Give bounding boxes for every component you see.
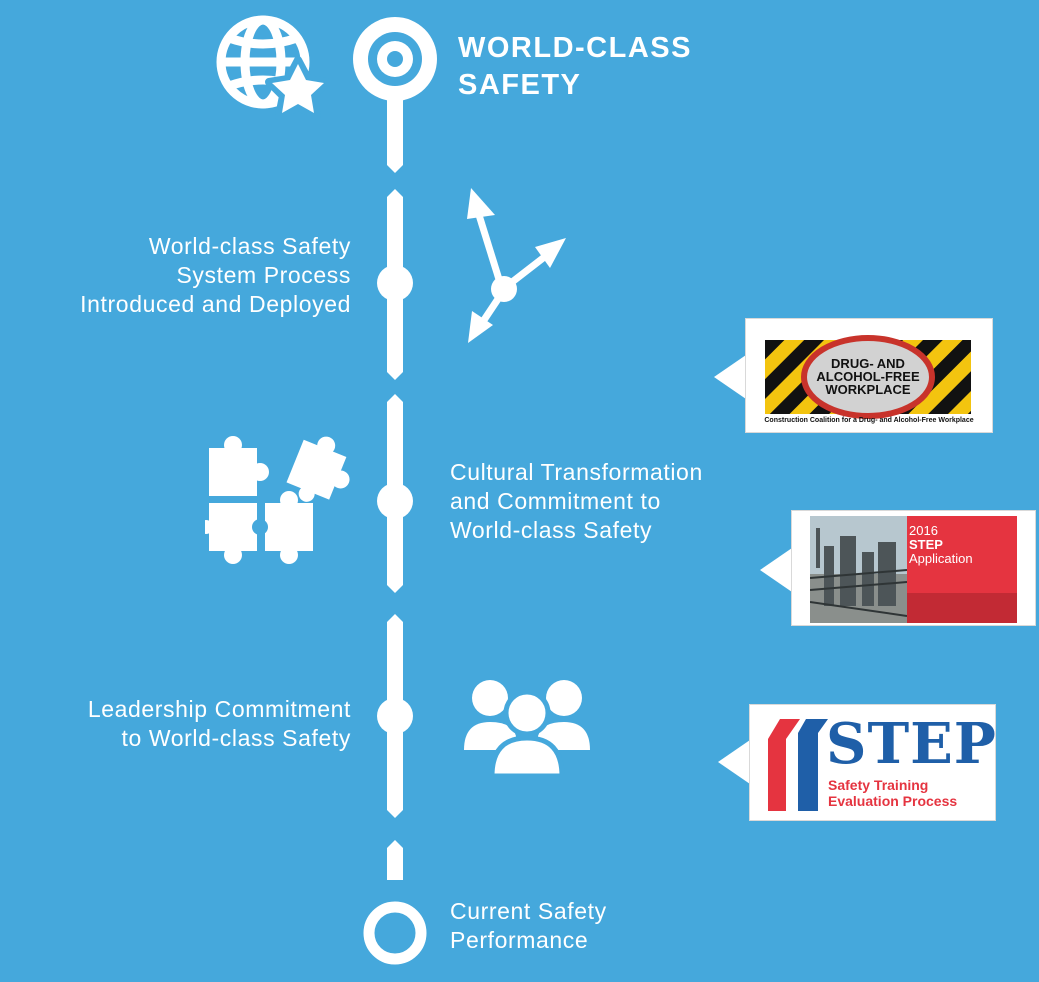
drug-free-caption: Construction Coalition for a Drug- and A… xyxy=(764,417,974,424)
step-logo-line2: Evaluation Process xyxy=(828,793,958,809)
milestone-dot xyxy=(377,265,413,301)
callout-pointer xyxy=(714,355,746,399)
step-application-panel-lower xyxy=(907,593,1017,623)
refinery-photo xyxy=(810,516,907,623)
milestone-label-current-performance: Current Safety Performance xyxy=(450,898,607,953)
timeline-segment xyxy=(387,840,403,880)
milestone-label-system-process: World-class Safety System Process Introd… xyxy=(80,233,351,317)
arrows-diverging-icon xyxy=(467,188,566,343)
milestone-dot xyxy=(377,483,413,519)
step-application-name: STEP xyxy=(909,537,943,552)
milestone-label-leadership: Leadership Commitment to World-class Saf… xyxy=(87,696,351,751)
end-ring xyxy=(363,901,427,965)
step-logo-card: STEP Safety Training Evaluation Process xyxy=(749,704,996,821)
step-application-card: 2016 STEP Application xyxy=(791,510,1036,626)
drug-free-workplace-card: DRUG- AND ALCOHOL-FREE WORKPLACE Constru… xyxy=(745,318,993,433)
callout-pointer xyxy=(718,740,750,784)
drug-free-line3: WORKPLACE xyxy=(825,382,911,397)
step-logo-name: STEP xyxy=(826,711,997,777)
page-title: WORLD-CLASS SAFETY xyxy=(458,32,692,101)
people-group-icon xyxy=(464,680,590,778)
milestone-label-cultural-transformation: Cultural Transformation and Commitment t… xyxy=(450,459,703,543)
puzzle-icon xyxy=(205,436,350,564)
timeline-segment xyxy=(387,90,403,173)
step-application-word: Application xyxy=(909,551,973,566)
drug-free-logo xyxy=(765,335,971,419)
step-logo-line1: Safety Training xyxy=(828,777,929,793)
target-icon xyxy=(353,17,437,101)
drug-free-line1: DRUG- AND xyxy=(831,356,905,371)
globe-star-icon xyxy=(216,15,330,120)
milestone-dot xyxy=(377,698,413,734)
callout-pointer xyxy=(760,548,792,592)
step-logo-mark xyxy=(768,719,828,811)
step-application-year: 2016 xyxy=(909,523,938,538)
drug-free-line2: ALCOHOL-FREE xyxy=(816,369,920,384)
